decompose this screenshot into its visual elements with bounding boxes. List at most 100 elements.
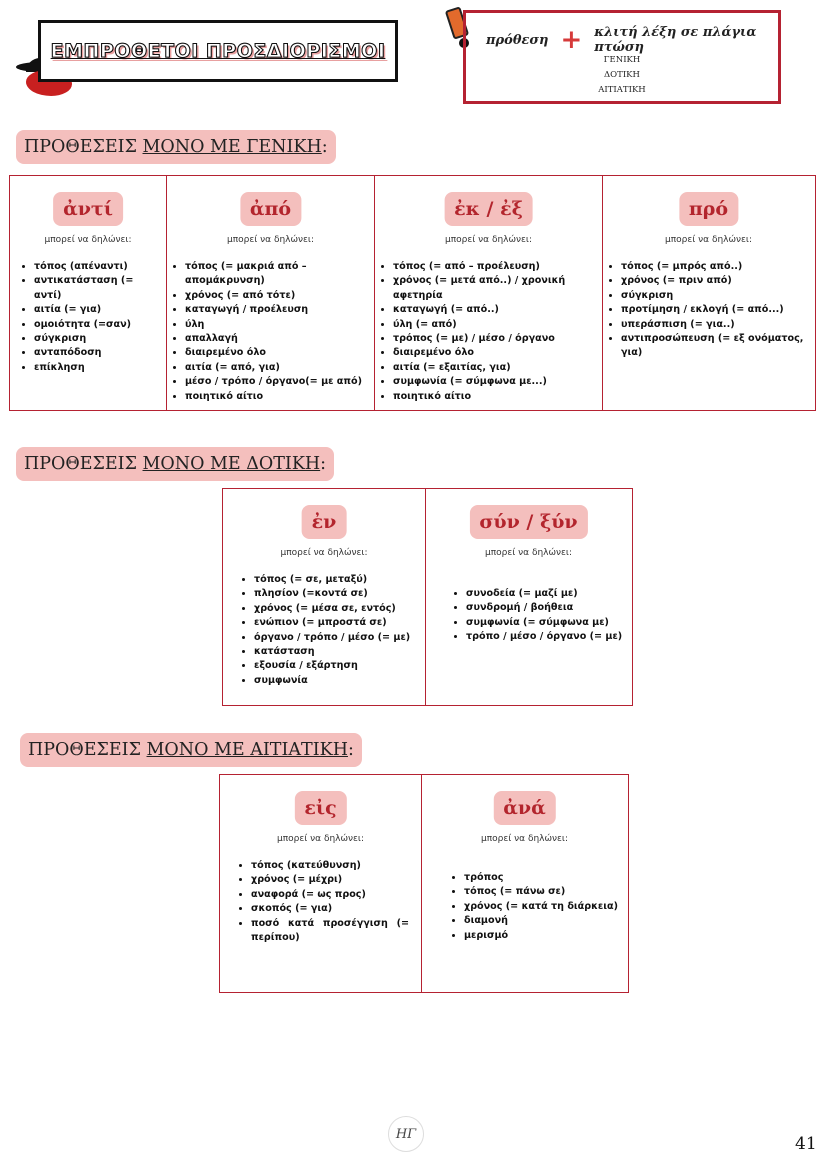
list-item: όργανο / τρόπο / μέσο (= με) bbox=[254, 631, 421, 645]
meaning-list: τόπος (= μπρός από..) χρόνος (= πριν από… bbox=[603, 260, 810, 361]
list-item: χρόνος (= μέσα σε, εντός) bbox=[254, 602, 421, 616]
list-item: τρόπος bbox=[464, 871, 623, 885]
list-item: ποσό κατά προσέγγιση (= περίπου) bbox=[251, 917, 409, 946]
list-item: συνοδεία (= μαζί με) bbox=[466, 587, 627, 601]
list-item: χρόνος (= μέχρι) bbox=[251, 873, 409, 887]
column-apo: ἀπό μπορεί να δηλώνει: τόπος (= μακριά α… bbox=[167, 176, 375, 410]
list-item: τόπος (απέναντι) bbox=[34, 260, 162, 274]
list-item: ενώπιον (= μπροστά σε) bbox=[254, 616, 421, 630]
list-item: τόπος (= μακριά από – απομάκρυνση) bbox=[185, 260, 370, 289]
column-anti: ἀντί μπορεί να δηλώνει: τόπος (απέναντι)… bbox=[10, 176, 167, 410]
genitive-table: ἀντί μπορεί να δηλώνει: τόπος (απέναντι)… bbox=[9, 175, 816, 411]
list-item: μερισμό bbox=[464, 929, 623, 943]
case-genitive: ΓΕΝΙΚΗ bbox=[603, 55, 641, 65]
list-item: υπεράσπιση (= για..) bbox=[621, 318, 810, 332]
preposition-badge: εἰς bbox=[294, 791, 347, 825]
preposition-badge: ἐκ / ἐξ bbox=[444, 192, 533, 226]
preposition-badge: σύν / ξύν bbox=[469, 505, 588, 539]
column-subtitle: μπορεί να δηλώνει: bbox=[445, 235, 532, 245]
list-item: ποιητικό αίτιο bbox=[185, 390, 370, 404]
section-heading-accusative: ΠΡΟΘΕΣΕΙΣ ΜΟΝΟ ΜΕ ΑΙΤΙΑΤΙΚΗ: bbox=[20, 733, 362, 767]
case-list: ΓΕΝΙΚΗ ΔΟΤΙΚΗ ΑΙΤΙΑΤΙΚΗ bbox=[466, 53, 778, 98]
column-subtitle: μπορεί να δηλώνει: bbox=[665, 235, 752, 245]
list-item: προτίμηση / εκλογή (= από...) bbox=[621, 303, 810, 317]
column-ana: ἀνά μπορεί να δηλώνει: τρόπος τόπος (= π… bbox=[422, 775, 627, 992]
list-item: καταγωγή / προέλευση bbox=[185, 303, 370, 317]
list-item: σκοπός (= για) bbox=[251, 902, 409, 916]
meaning-list: τρόπος τόπος (= πάνω σε) χρόνος (= κατά … bbox=[422, 871, 623, 943]
list-item: χρόνος (= από τότε) bbox=[185, 289, 370, 303]
list-item: τόπος (= μπρός από..) bbox=[621, 260, 810, 274]
section-heading-genitive: ΠΡΟΘΕΣΕΙΣ ΜΟΝΟ ΜΕ ΓΕΝΙΚΗ: bbox=[16, 130, 336, 164]
list-item: ανταπόδοση bbox=[34, 346, 162, 360]
list-item: διαμονή bbox=[464, 914, 623, 928]
list-item: τρόπο / μέσο / όργανο (= με) bbox=[466, 630, 627, 644]
meaning-list: τόπος (= από – προέλευση) χρόνος (= μετά… bbox=[375, 260, 598, 404]
plus-icon: + bbox=[560, 25, 583, 55]
list-item: μέσο / τρόπο / όργανο(= με από) bbox=[185, 375, 370, 389]
page-title: ΕΜΠΡΟΘΕΤΟΙ ΠΡΟΣΔΙΟΡΙΣΜΟΙ bbox=[50, 40, 386, 63]
list-item: απαλλαγή bbox=[185, 332, 370, 346]
list-item: τόπος (= από – προέλευση) bbox=[393, 260, 598, 274]
list-item: εξουσία / εξάρτηση bbox=[254, 659, 421, 673]
meaning-list: τόπος (κατεύθυνση) χρόνος (= μέχρι) αναφ… bbox=[220, 859, 409, 945]
preposition-badge: ἀντί bbox=[53, 192, 123, 226]
list-item: αντικατάσταση (= αντί) bbox=[34, 274, 162, 303]
preposition-badge: ἐν bbox=[301, 505, 347, 539]
column-subtitle: μπορεί να δηλώνει: bbox=[485, 548, 572, 558]
preposition-badge: ἀνά bbox=[493, 791, 556, 825]
list-item: τρόπος (= με) / μέσο / όργανο bbox=[393, 332, 598, 346]
meaning-list: τόπος (= σε, μεταξύ) πλησίον (=κοντά σε)… bbox=[223, 573, 421, 688]
meaning-list: συνοδεία (= μαζί με) συνδρομή / βοήθεια … bbox=[426, 587, 627, 645]
list-item: ύλη bbox=[185, 318, 370, 332]
list-item: κατάσταση bbox=[254, 645, 421, 659]
column-ek: ἐκ / ἐξ μπορεί να δηλώνει: τόπος (= από … bbox=[375, 176, 603, 410]
preposition-badge: πρό bbox=[678, 192, 739, 226]
column-eis: εἰς μπορεί να δηλώνει: τόπος (κατεύθυνση… bbox=[220, 775, 422, 992]
list-item: διαιρεμένο όλο bbox=[393, 346, 598, 360]
list-item: αιτία (= για) bbox=[34, 303, 162, 317]
list-item: ομοιότητα (=σαν) bbox=[34, 318, 162, 332]
list-item: σύγκριση bbox=[34, 332, 162, 346]
list-item: συμφωνία (= σύμφωνα με...) bbox=[393, 375, 598, 389]
definition-box: πρόθεση + κλιτή λέξη σε πλάγια πτώση ΓΕΝ… bbox=[463, 10, 781, 104]
list-item: συνδρομή / βοήθεια bbox=[466, 601, 627, 615]
column-subtitle: μπορεί να δηλώνει: bbox=[227, 235, 314, 245]
list-item: καταγωγή (= από..) bbox=[393, 303, 598, 317]
list-item: τόπος (κατεύθυνση) bbox=[251, 859, 409, 873]
case-dative: ΔΟΤΙΚΗ bbox=[604, 70, 640, 80]
list-item: επίκληση bbox=[34, 361, 162, 375]
preposition-badge: ἀπό bbox=[239, 192, 302, 226]
list-item: ύλη (= από) bbox=[393, 318, 598, 332]
formula-preposition: πρόθεση bbox=[486, 32, 549, 48]
list-item: αναφορά (= ως προς) bbox=[251, 888, 409, 902]
column-subtitle: μπορεί να δηλώνει: bbox=[481, 834, 568, 844]
list-item: πλησίον (=κοντά σε) bbox=[254, 587, 421, 601]
dative-table: ἐν μπορεί να δηλώνει: τόπος (= σε, μεταξ… bbox=[222, 488, 633, 706]
section-heading-dative: ΠΡΟΘΕΣΕΙΣ ΜΟΝΟ ΜΕ ΔΟΤΙΚΗ: bbox=[16, 447, 335, 481]
list-item: τόπος (= πάνω σε) bbox=[464, 885, 623, 899]
column-syn: σύν / ξύν μπορεί να δηλώνει: συνοδεία (=… bbox=[426, 489, 631, 705]
list-item: αντιπροσώπευση (= εξ ονόματος, για) bbox=[621, 332, 810, 361]
column-subtitle: μπορεί να δηλώνει: bbox=[44, 235, 132, 245]
list-item: συμφωνία (= σύμφωνα με) bbox=[466, 616, 627, 630]
list-item: αιτία (= εξαιτίας, για) bbox=[393, 361, 598, 375]
list-item: τόπος (= σε, μεταξύ) bbox=[254, 573, 421, 587]
list-item: διαιρεμένο όλο bbox=[185, 346, 370, 360]
column-subtitle: μπορεί να δηλώνει: bbox=[277, 834, 364, 844]
column-pro: πρό μπορεί να δηλώνει: τόπος (= μπρός απ… bbox=[603, 176, 814, 410]
list-item: αιτία (= από, για) bbox=[185, 361, 370, 375]
page-number: 41 bbox=[795, 1134, 817, 1154]
list-item: συμφωνία bbox=[254, 674, 421, 688]
formula-inflected-word: κλιτή λέξη σε πλάγια πτώση bbox=[594, 25, 757, 55]
column-en: ἐν μπορεί να δηλώνει: τόπος (= σε, μεταξ… bbox=[223, 489, 426, 705]
list-item: χρόνος (= πριν από) bbox=[621, 274, 810, 288]
page-title-box: ΕΜΠΡΟΘΕΤΟΙ ΠΡΟΣΔΙΟΡΙΣΜΟΙ bbox=[38, 20, 398, 82]
list-item: χρόνος (= μετά από..) / χρονική αφετηρία bbox=[393, 274, 598, 303]
meaning-list: τόπος (απέναντι) αντικατάσταση (= αντί) … bbox=[10, 260, 162, 375]
meaning-list: τόπος (= μακριά από – απομάκρυνση) χρόνο… bbox=[167, 260, 370, 404]
accusative-table: εἰς μπορεί να δηλώνει: τόπος (κατεύθυνση… bbox=[219, 774, 629, 993]
column-subtitle: μπορεί να δηλώνει: bbox=[280, 548, 368, 558]
signature-logo: ΗΓ bbox=[388, 1116, 424, 1152]
list-item: χρόνος (= κατά τη διάρκεια) bbox=[464, 900, 623, 914]
